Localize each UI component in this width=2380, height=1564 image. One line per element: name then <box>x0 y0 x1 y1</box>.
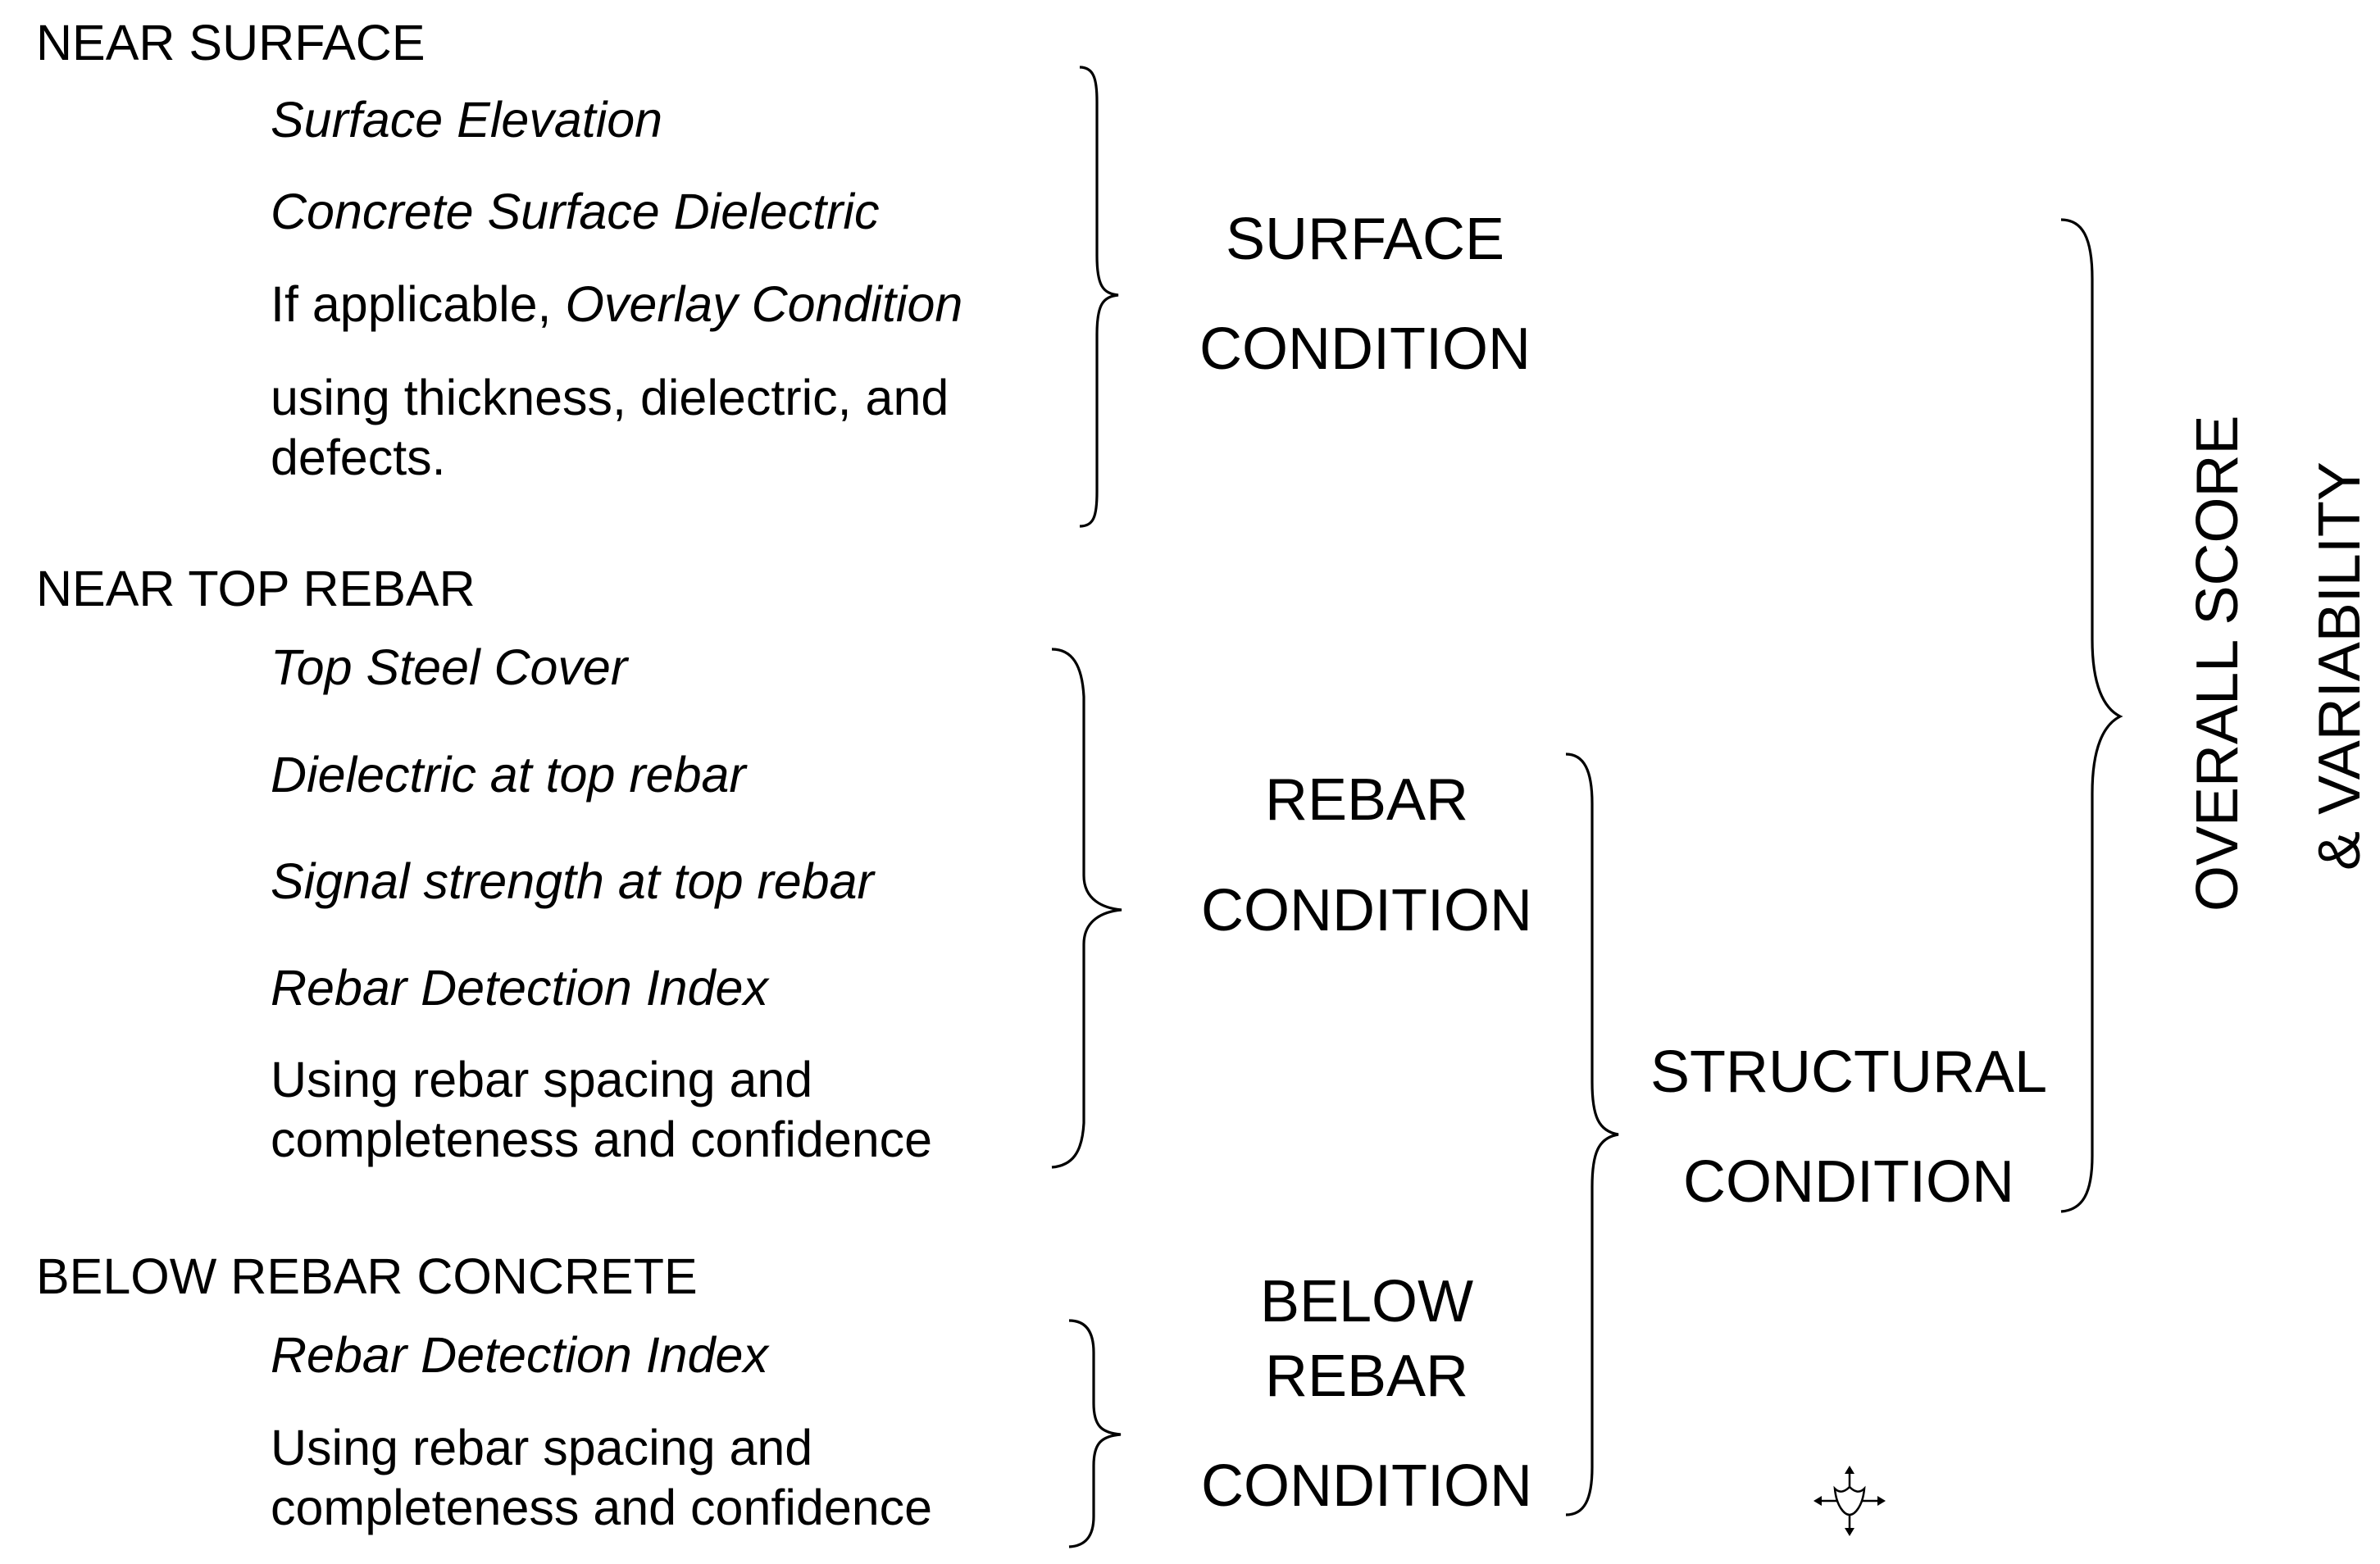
overall-brace <box>2060 218 2123 1213</box>
overlay-condition-item: If applicable, Overlay Condition <box>271 275 962 334</box>
below-rebar-condition-label-3: CONDITION <box>1201 1453 1532 1519</box>
surface-brace <box>1079 66 1119 528</box>
near-top-rebar-header: NEAR TOP REBAR <box>36 561 476 616</box>
surface-condition-label-1: SURFACE <box>1225 207 1505 272</box>
rebar-condition-label-2: CONDITION <box>1201 878 1532 943</box>
top-rebar-brace <box>1051 648 1122 1169</box>
overlay-prefix: If applicable, <box>271 276 566 332</box>
near-surface-header: NEAR SURFACE <box>36 15 425 70</box>
structural-brace <box>1565 752 1619 1516</box>
overlay-note-line3: defects. <box>271 430 446 485</box>
below-rebar-condition-label-2: REBAR <box>1264 1343 1469 1409</box>
below-rebar-condition-label-1: BELOW <box>1259 1269 1474 1334</box>
rebar-condition-label-1: REBAR <box>1264 767 1469 833</box>
structural-condition-label-1: STRUCTURAL <box>1650 1039 2048 1105</box>
below-rebar-detection-index-item: Rebar Detection Index <box>271 1327 768 1383</box>
top-steel-cover-item: Top Steel Cover <box>271 639 628 695</box>
structural-condition-label-2: CONDITION <box>1683 1149 2014 1215</box>
rebar-note-line2: completeness and confidence <box>271 1112 933 1167</box>
below-rebar-concrete-header: BELOW REBAR CONCRETE <box>36 1248 698 1304</box>
below-note-line1: Using rebar spacing and <box>271 1420 813 1475</box>
rebar-detection-index-item: Rebar Detection Index <box>271 960 768 1016</box>
move-cursor-icon[interactable] <box>1812 1464 1887 1538</box>
rebar-note-line1: Using rebar spacing and <box>271 1052 813 1107</box>
signal-strength-item: Signal strength at top rebar <box>271 853 874 909</box>
dielectric-top-rebar-item: Dielectric at top rebar <box>271 747 746 802</box>
overlay-condition-label: Overlay Condition <box>565 276 963 332</box>
below-rebar-brace <box>1068 1319 1122 1548</box>
overlay-note-line2: using thickness, dielectric, and <box>271 370 949 425</box>
concrete-surface-dielectric-item: Concrete Surface Dielectric <box>271 184 880 239</box>
surface-elevation-item: Surface Elevation <box>271 92 663 148</box>
below-note-line2: completeness and confidence <box>271 1480 933 1535</box>
surface-condition-label-2: CONDITION <box>1199 316 1531 382</box>
